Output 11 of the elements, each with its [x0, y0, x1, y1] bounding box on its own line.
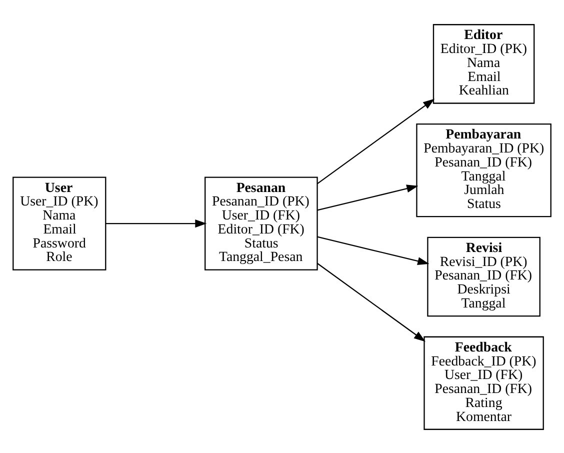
node-box: Pembayaran Pembayaran_ID (PK) Pesanan_ID (FK) Tanggal Jumlah Status [416, 123, 552, 217]
node-box: User User_ID (PK) Nama Email Password Role [12, 176, 106, 270]
node-box: Pesanan Pesanan_ID (PK) User_ID (FK) Editor_ID (FK) Status Tanggal_Pesan [204, 176, 318, 270]
node-box: Editor Editor_ID (PK) Nama Email Keahlian [432, 24, 535, 104]
node-box: Revisi Revisi_ID (PK) Pesanan_ID (FK) Deskripsi Tanggal [427, 236, 540, 316]
arrow [317, 236, 430, 265]
node-box: Feedback Feedback_ID (PK) User_ID (FK) Pesanan_ID (FK) Rating Komentar [424, 336, 544, 430]
arrow [106, 218, 207, 228]
arrow [317, 184, 418, 210]
arrow [317, 98, 435, 184]
arrow [317, 262, 426, 342]
